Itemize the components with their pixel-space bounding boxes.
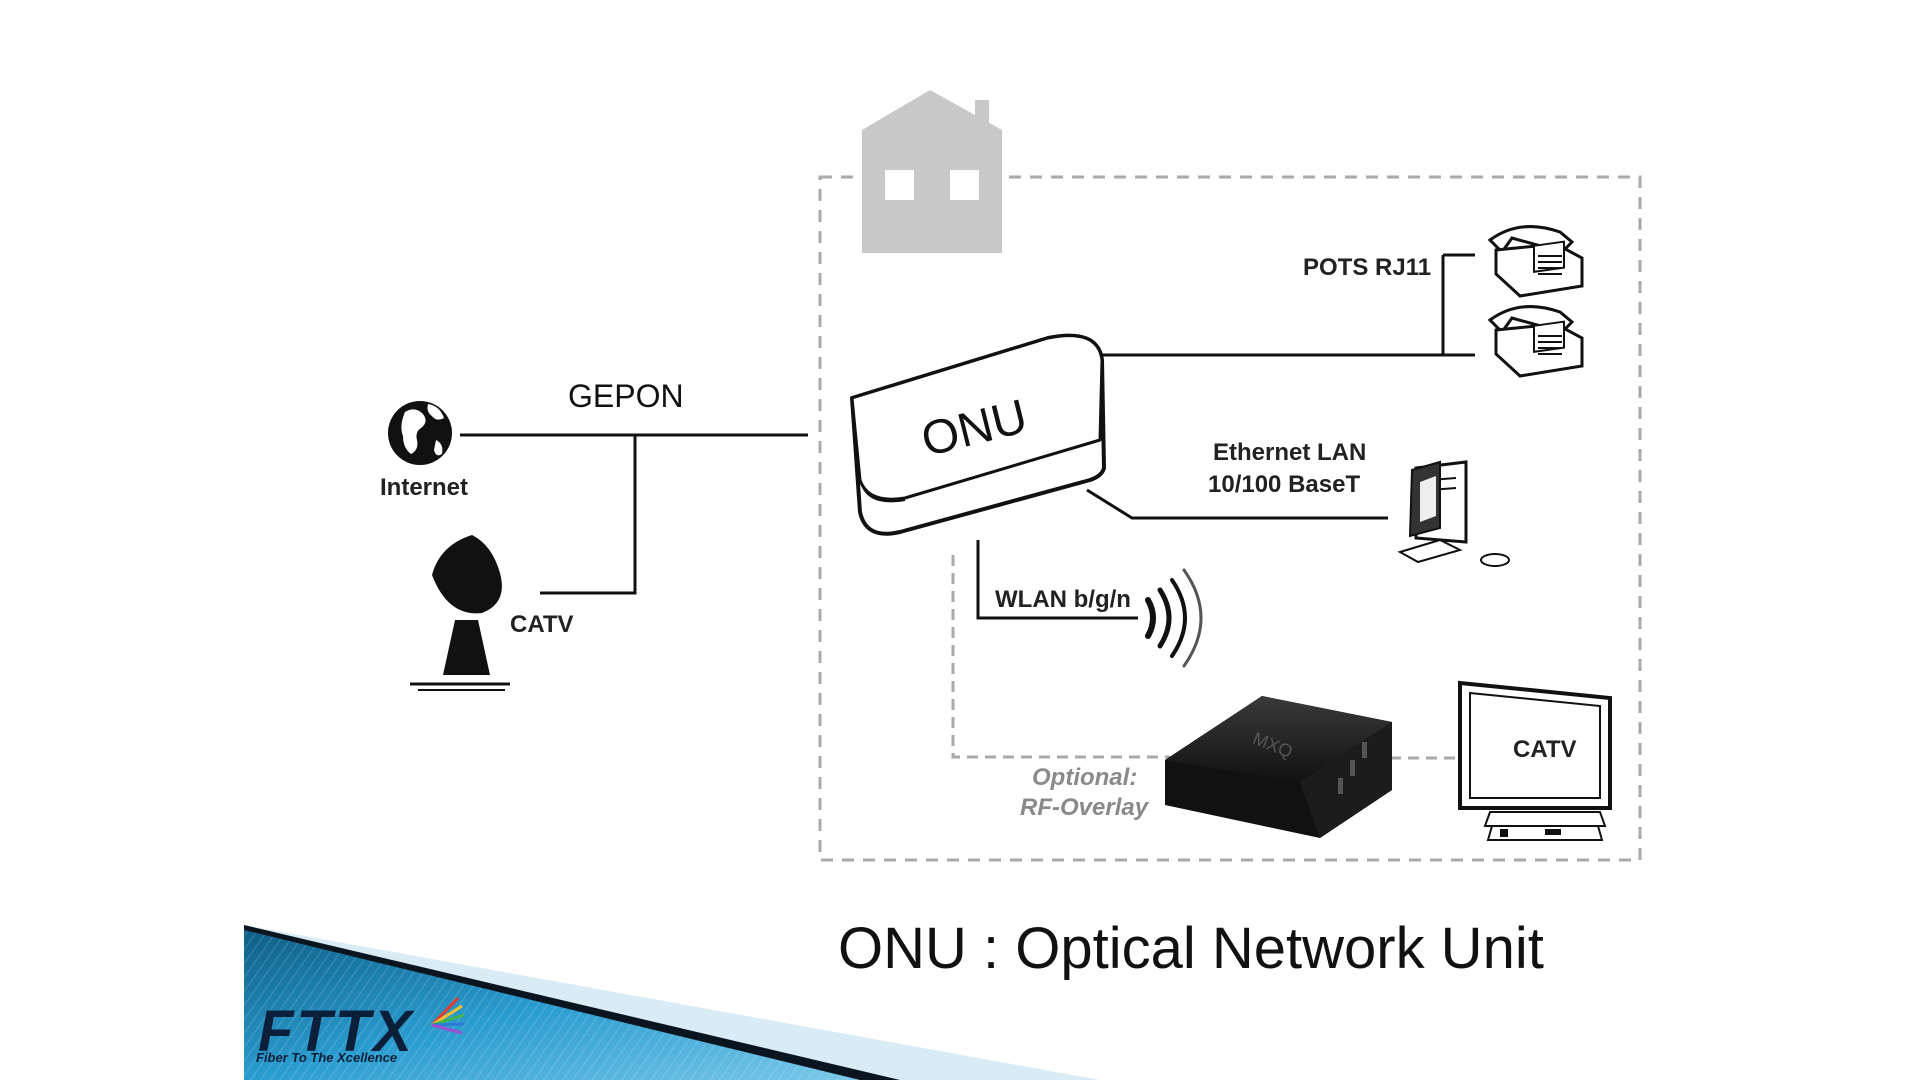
satellite-dish-icon xyxy=(410,535,510,691)
ethernet-label-line1: Ethernet LAN xyxy=(1213,439,1366,466)
television-icon: CATV xyxy=(1458,680,1612,841)
globe-icon xyxy=(388,401,452,465)
set-top-box-icon: MXQ xyxy=(1165,696,1392,838)
tv-screen-label: CATV xyxy=(1513,736,1577,763)
internet-label: Internet xyxy=(380,474,468,501)
desktop-computer-icon xyxy=(1397,460,1510,567)
ethernet-line xyxy=(1086,488,1388,520)
house-icon xyxy=(862,90,1002,253)
optional-label-line1: Optional: xyxy=(1032,764,1137,791)
premises-boundary xyxy=(818,175,1642,862)
connection-lines xyxy=(460,253,1475,620)
onu-device: ONU xyxy=(850,333,1106,536)
fttx-logo-text: FTTX xyxy=(258,999,415,1064)
wlan-label: WLAN b/g/n xyxy=(995,586,1131,613)
fttx-logo-rays-icon xyxy=(430,996,465,1035)
fttx-banner xyxy=(244,925,1100,1080)
rf-overlay-lines xyxy=(951,555,1460,760)
fttx-logo-tagline: Fiber To The Xcellence xyxy=(256,1050,398,1065)
diagram-caption: ONU : Optical Network Unit xyxy=(838,916,1544,981)
catv-source-label: CATV xyxy=(510,611,574,638)
optional-label-line2: RF-Overlay xyxy=(1020,794,1150,821)
telephone-icon xyxy=(1487,305,1584,378)
gepon-label: GEPON xyxy=(568,378,684,414)
wifi-signal-icon xyxy=(1145,568,1203,668)
ethernet-label-line2: 10/100 BaseT xyxy=(1208,471,1360,498)
catv-source-line xyxy=(540,435,637,595)
pots-label: POTS RJ11 xyxy=(1303,254,1431,281)
telephone-icon xyxy=(1487,225,1584,298)
wlan-line xyxy=(976,540,1138,620)
